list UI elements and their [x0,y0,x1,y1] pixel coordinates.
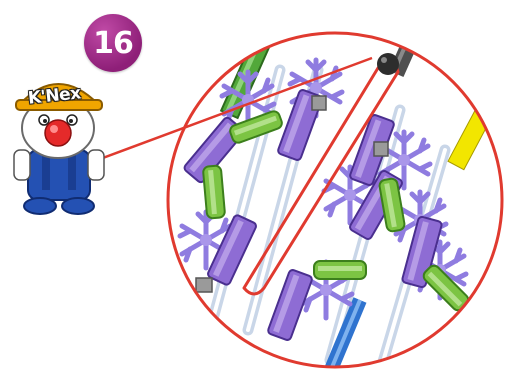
ball-joint [377,53,399,75]
green-connector [314,261,366,279]
gray-joint [374,142,388,156]
yellow-rod-top [265,10,295,26]
gray-joint [196,278,212,292]
gray-joint [312,96,326,110]
green-connector [203,165,225,218]
gray-rod-top [250,10,505,28]
